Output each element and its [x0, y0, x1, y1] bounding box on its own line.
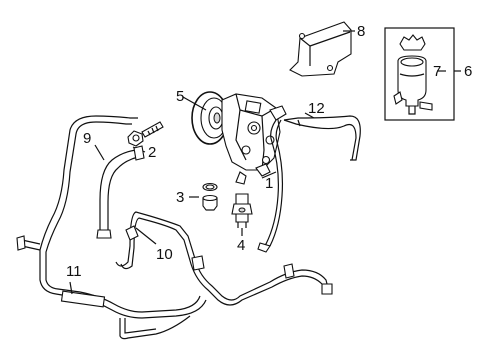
- cooler-line-part: [16, 115, 207, 340]
- reservoir-frame: [384, 27, 455, 121]
- bracket-part: [289, 21, 352, 77]
- callout-1: 1: [265, 175, 273, 192]
- callout-8: 8: [357, 23, 365, 40]
- reservoir-cap-part: [399, 34, 426, 51]
- callout-5: 5: [176, 88, 184, 105]
- pressure-line-part: [115, 211, 333, 306]
- callout-9: 9: [83, 130, 91, 147]
- callout-10: 10: [156, 246, 173, 263]
- callout-11: 11: [66, 263, 82, 280]
- pump-part: [191, 91, 287, 185]
- callout-4: 4: [237, 237, 245, 254]
- pressure-switch-part: [231, 193, 253, 228]
- callout-6: 6: [464, 63, 472, 80]
- return-line-part: [257, 115, 361, 253]
- callout-3: 3: [176, 189, 184, 206]
- callout-12: 12: [308, 100, 325, 117]
- short-hose-part: [96, 145, 145, 239]
- reservoir-group: [384, 27, 455, 121]
- seal-fitting-part: [202, 182, 218, 211]
- callout-2: 2: [148, 144, 156, 161]
- bolt-part: [127, 121, 164, 147]
- callout-7: 7: [433, 63, 441, 80]
